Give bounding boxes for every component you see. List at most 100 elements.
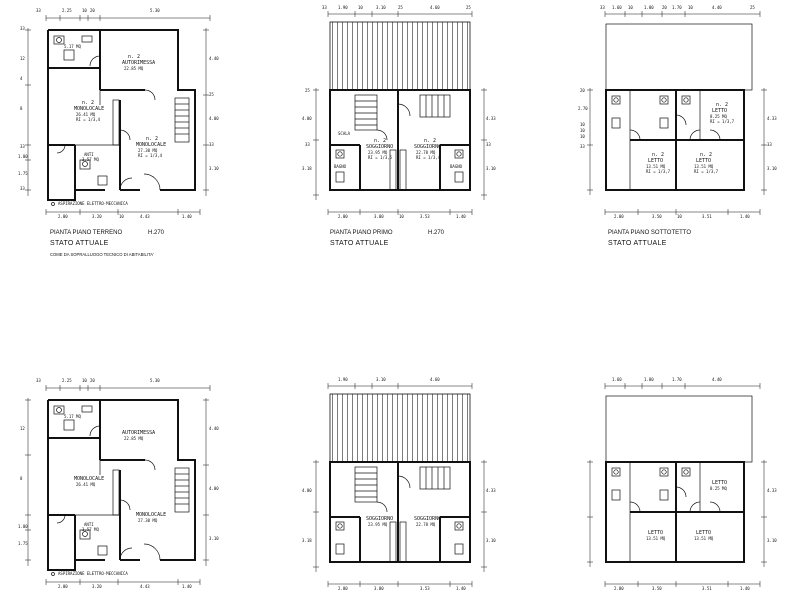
room-name: ANTI (84, 152, 94, 157)
room-name: SCALA (338, 131, 351, 136)
dim-label: 33 (209, 142, 214, 147)
dim-label: 33 (600, 5, 605, 10)
dim-label: 25 (209, 92, 214, 97)
plan-caption: PIANTA PIANO SOTTOTETTO (608, 230, 691, 236)
dim-label: 2.00 (58, 584, 68, 589)
plan-caption: PIANTA PIANO TERRENO (50, 230, 122, 236)
room-name: AUTORIMESSA (122, 60, 155, 66)
dim-label: 1.00 (18, 524, 28, 529)
dim-label: 1.60 (612, 377, 622, 382)
dim-label: 4.43 (140, 584, 150, 589)
dim-label: 2.00 (338, 214, 348, 219)
plan-note: COME DA SOPRALLUOGO TECNICO DI ABITABILI… (50, 252, 154, 257)
dim-label: 10 (677, 214, 682, 219)
plan-height: H.270 (428, 230, 445, 236)
dim-label: 4.33 (767, 116, 777, 121)
room-area: 27.30 MQ (138, 518, 158, 523)
dim-label: 10 (82, 8, 87, 13)
attic-plan-bottom: 1.60 1.80 1.70 4.40 4.33 3.10 2.00 3.50 … (586, 377, 777, 591)
dim-label: 20 (662, 5, 667, 10)
dim-label: 25 (398, 5, 403, 10)
dim-label: 33 (486, 142, 491, 147)
plan-height: H.270 (148, 230, 165, 236)
room-name: LETTO (648, 530, 663, 536)
dim-label: 1.70 (672, 377, 682, 382)
dim-label: 3.10 (767, 166, 777, 171)
dim-label: 1.90 (338, 5, 348, 10)
room-area: 13.51 MQ (694, 536, 714, 541)
dim-label: 4.40 (209, 426, 219, 431)
dim-label: 10 (358, 5, 363, 10)
dim-label: 2.00 (614, 586, 624, 591)
room-area: 13.51 MQ (646, 536, 666, 541)
room-name: LETTO (648, 158, 663, 164)
room-number: n. 2 (128, 54, 140, 60)
room-name: MONOLOCALE (74, 476, 104, 482)
dim-label: 25 (466, 5, 471, 10)
dim-label: 1.75 (18, 541, 28, 546)
dim-label: 3.18 (302, 166, 312, 171)
dim-label: 1.80 (644, 5, 654, 10)
plan-state: STATO ATTUALE (50, 240, 109, 247)
dim-label: 4.60 (430, 5, 440, 10)
ground-floor-plan-top: 33 2.25 10 20 5.30 33 12 4 8 33 1.00 1.7… (18, 8, 219, 257)
room-area: 22.78 MQ (416, 150, 436, 155)
dim-label: 1.40 (456, 586, 466, 591)
room-area: 26.41 MQ (76, 112, 96, 117)
plan-state: STATO ATTUALE (608, 240, 667, 247)
dim-label: 8 (20, 106, 23, 111)
dim-label: 3.00 (374, 586, 384, 591)
dim-label: 4.00 (302, 116, 312, 121)
room-area: 23.95 MQ (368, 522, 388, 527)
dim-label: 25 (750, 5, 755, 10)
room-number: n. 2 (82, 100, 94, 106)
room-ratio: RI = 1/3,7 (646, 169, 671, 174)
dim-label: 1.40 (182, 214, 192, 219)
first-floor-plan-top: 33 1.90 10 3.10 25 4.60 25 25 4.00 33 3.… (302, 5, 496, 247)
dim-label: 3.51 (702, 586, 712, 591)
dim-label: 3.10 (486, 538, 496, 543)
dim-label: 1.70 (672, 5, 682, 10)
dim-label: 33 (36, 8, 41, 13)
room-area: 13.51 MQ (694, 164, 714, 169)
dim-label: 2.00 (338, 586, 348, 591)
room-ratio: RI = 1/3,4 (76, 117, 101, 122)
dim-label: 12 (20, 56, 25, 61)
dim-label: 20 (90, 8, 95, 13)
room-area: 5.17 MQ (64, 44, 81, 49)
legend-label: ASPIRAZIONE ELETTRO-MECCANICA (58, 201, 128, 206)
dim-label: 4.43 (140, 214, 150, 219)
dim-label: 3.10 (486, 166, 496, 171)
room-area: 22.85 MQ (124, 66, 144, 71)
room-number: n. 2 (716, 102, 728, 108)
dim-label: 3.10 (767, 538, 777, 543)
dim-label: 4.40 (209, 56, 219, 61)
dim-label: 33 (322, 5, 327, 10)
dim-label: 8 (20, 476, 23, 481)
dim-label: 1.75 (18, 171, 28, 176)
room-area: 22.78 MQ (416, 522, 436, 527)
dim-label: 1.40 (740, 214, 750, 219)
dim-label: 3.53 (420, 586, 430, 591)
dim-label: 2.00 (614, 214, 624, 219)
dim-label: 4.00 (209, 116, 219, 121)
dim-label: 3.18 (302, 538, 312, 543)
dim-label: 10 (119, 214, 124, 219)
dim-label: 33 (20, 144, 25, 149)
room-name: SOGGIORNO (414, 516, 441, 522)
dim-label: 1.80 (644, 377, 654, 382)
room-area: 27.30 MQ (138, 148, 158, 153)
room-name: MONOLOCALE (136, 512, 166, 518)
dim-label: 20 (90, 378, 95, 383)
room-name: LETTO (712, 108, 727, 114)
dim-label: 1.00 (18, 154, 28, 159)
dim-label: 2.00 (58, 214, 68, 219)
dim-label: 12 (20, 426, 25, 431)
dim-label: 3.20 (92, 214, 102, 219)
dim-label: 10 (580, 128, 585, 133)
room-area: 8.25 MQ (710, 486, 727, 491)
room-name: BAGNO (450, 164, 463, 169)
room-number: n. 2 (424, 138, 436, 144)
room-area: 26.41 MQ (76, 482, 96, 487)
